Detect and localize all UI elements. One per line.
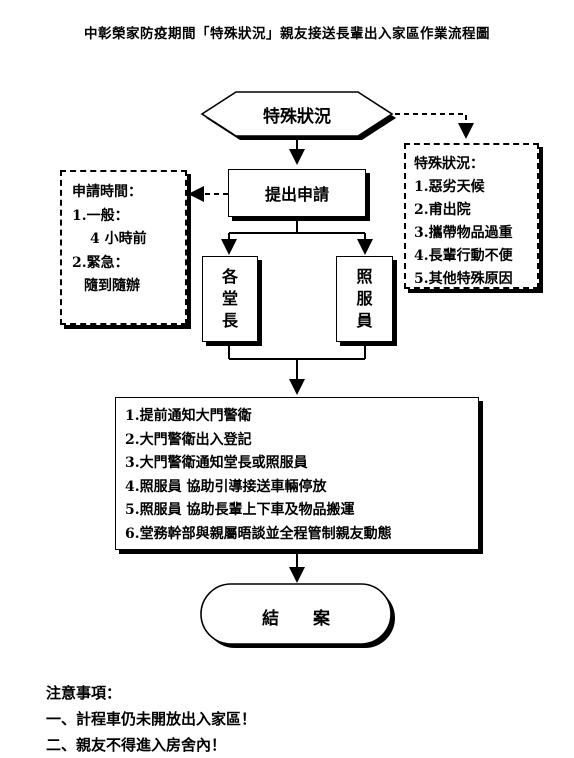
left-party-char: 長 — [221, 311, 238, 330]
step-item: 6.堂務幹部與親屬晤談並全程管制親友動態 — [125, 525, 392, 542]
step-item: 4.照服員 協助引導接送車輛停放 — [125, 478, 327, 495]
right-party-char: 照 — [356, 267, 373, 286]
special-case-item: 1.惡劣天候 — [414, 179, 485, 195]
left-party-char: 各 — [221, 267, 238, 286]
end-label: 結 案 — [262, 609, 330, 629]
special-case-item: 3.攜帶物品過重 — [414, 225, 513, 241]
apply-time-line: 隨到隨辦 — [84, 278, 140, 294]
apply-label: 提出申請 — [264, 185, 329, 204]
special-case-item: 2.甫出院 — [414, 202, 471, 218]
step-item: 3.大門警衛通知堂長或照服員 — [125, 455, 308, 472]
apply-time-heading: 申請時間： — [72, 184, 142, 200]
page-title: 中彰榮家防疫期間「特殊狀況」親友接送長輩出入家區作業流程圖 — [84, 26, 490, 42]
apply-time-line: 2.緊急： — [72, 254, 129, 271]
special-case-item: 4.長輩行動不便 — [414, 248, 513, 264]
notes-heading: 注意事項： — [46, 684, 122, 702]
steps-box: 1.提前通知大門警衛 2.大門警衛出入登記 3.大門警衛通知堂長或照服員 4.照… — [115, 397, 479, 550]
step-item: 2.大門警衛出入登記 — [125, 431, 252, 448]
note-item: 一、計程車仍未開放出入家區！ — [46, 710, 257, 728]
step-item: 5.照服員 協助長輩上下車及物品搬運 — [125, 502, 355, 519]
right-party-char: 員 — [356, 311, 373, 330]
apply-time-box: 申請時間： 1.一般： 4 小時前 2.緊急： 隨到隨辦 — [60, 170, 187, 325]
special-case-item: 5.其他特殊原因 — [414, 271, 513, 287]
step-item: 1.提前通知大門警衛 — [125, 408, 252, 424]
right-party-box: 照 服 員 — [336, 256, 393, 342]
left-party-box: 各 堂 長 — [202, 256, 258, 342]
notes-section: 注意事項： 一、計程車仍未開放出入家區！ 二、親友不得進入房舍內！ — [46, 680, 256, 758]
start-label: 特殊狀況 — [263, 107, 331, 127]
end-terminal — [200, 583, 392, 645]
start-hexagon — [200, 91, 394, 137]
special-cases-box: 特殊狀況： 1.惡劣天候 2.甫出院 3.攜帶物品過重 4.長輩行動不便 5.其… — [404, 143, 539, 289]
apply-time-line: 1.一般： — [72, 207, 129, 224]
apply-box: 提出申請 — [228, 169, 366, 217]
apply-time-line: 4 小時前 — [90, 231, 147, 247]
dashed-start-to-special — [395, 113, 474, 139]
right-party-char: 服 — [356, 289, 373, 308]
note-item: 二、親友不得進入房舍內！ — [46, 736, 227, 754]
special-cases-heading: 特殊狀況： — [414, 156, 484, 172]
left-party-char: 堂 — [221, 289, 238, 308]
